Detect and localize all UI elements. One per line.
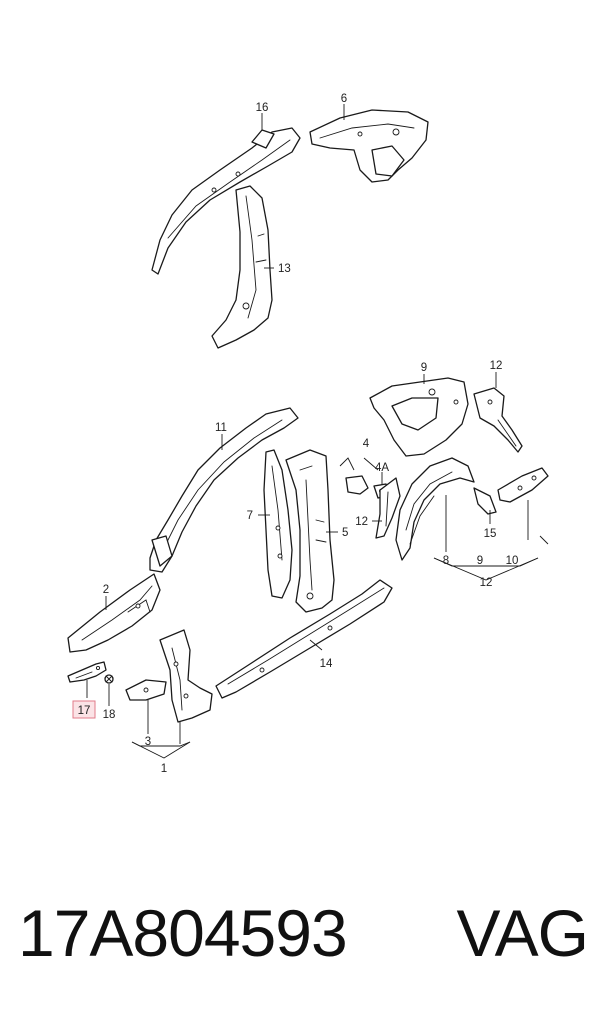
part-9-rear-panel-inner — [369, 377, 469, 457]
callout-14: 14 — [320, 658, 333, 670]
callout-15: 15 — [484, 528, 497, 540]
callout-3: 3 — [145, 736, 151, 748]
callout-labels: 16 6 13 11 9 12 4 4A 7 5 12 8 9 10 15 12… — [78, 93, 519, 775]
part-17-bracket — [67, 661, 107, 683]
callout-2: 2 — [103, 584, 109, 596]
part-2-front-longitudinal — [67, 573, 161, 653]
part-6-upper-bracket — [309, 109, 429, 183]
callout-1: 1 — [161, 763, 167, 775]
callout-18: 18 — [103, 709, 116, 721]
part-3-reinforcement-plate — [125, 679, 167, 701]
part-4-fastener — [345, 475, 369, 495]
highlight-box — [72, 700, 96, 719]
part-number: 17A804593 — [18, 896, 348, 970]
part-7-b-pillar-reinforcement — [263, 449, 293, 599]
part-13-b-pillar-inner — [211, 185, 273, 349]
callout-8: 8 — [443, 555, 449, 567]
callout-12-mid: 12 — [355, 516, 368, 528]
callout-12-top: 12 — [490, 360, 503, 372]
callout-9-top: 9 — [421, 362, 427, 374]
part-5-b-pillar-outer — [285, 449, 335, 613]
callout-11: 11 — [215, 422, 227, 434]
callout-10: 10 — [506, 555, 519, 567]
part-8-wheelhouse-outer — [395, 457, 475, 561]
part-10-reinforcement — [497, 467, 549, 503]
callout-9-bottom: 9 — [477, 555, 483, 567]
part-12-mid-bracket — [375, 477, 401, 539]
callout-4: 4 — [363, 438, 370, 450]
part-1-a-pillar-lower — [159, 629, 213, 723]
callout-5: 5 — [342, 527, 348, 539]
callout-17: 17 — [78, 705, 91, 717]
part-18-clip — [104, 674, 114, 684]
parts-exploded-diagram: 16 6 13 11 9 12 4 4A 7 5 12 8 9 10 15 12… — [67, 93, 549, 775]
part-14-side-sill — [215, 579, 393, 699]
caption-bar: 17A804593 VAG — [18, 888, 589, 978]
callout-12-bottom: 12 — [480, 577, 493, 589]
leader-lines — [86, 104, 549, 759]
part-15-gusset — [473, 487, 497, 515]
part-12-upper-bracket — [473, 387, 523, 453]
callout-4a: 4A — [375, 462, 389, 474]
callout-13: 13 — [278, 263, 291, 275]
callout-7: 7 — [247, 510, 253, 522]
callout-6: 6 — [341, 93, 347, 105]
part-11-roof-side-rail — [149, 407, 299, 573]
part-16-roof-rail — [151, 127, 301, 275]
brand-label: VAG — [456, 896, 589, 970]
callout-16: 16 — [256, 102, 269, 114]
